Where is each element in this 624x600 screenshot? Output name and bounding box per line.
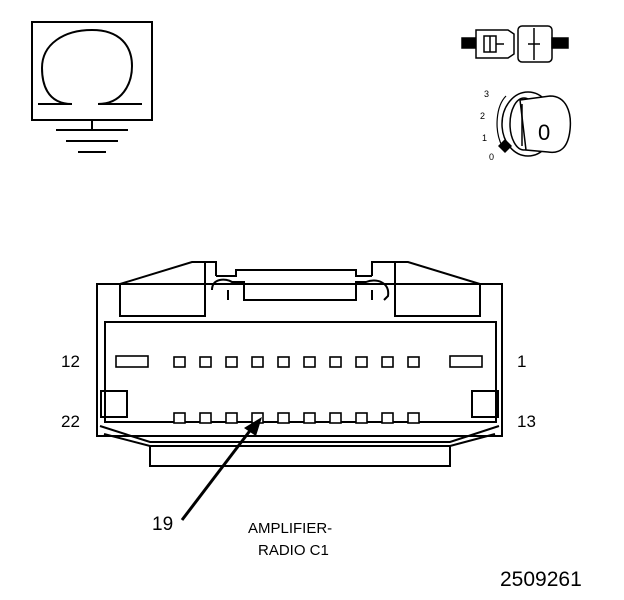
pin-cavity-bottom [303,412,316,424]
key-position-0: 0 [489,152,494,162]
pin-cavity-bottom [277,412,290,424]
pin-cavity-bottom [355,412,368,424]
pin-cavity-top [251,356,264,368]
pin-label-top-left: 12 [61,352,80,371]
pin-cavity-top [355,356,368,368]
key-position-1: 1 [482,133,487,143]
pin-cavity-top [199,356,212,368]
pin-cavity-bottom [329,412,342,424]
pin-cavity-bottom [381,412,394,424]
cavity-slot-right [449,355,483,368]
pin-cavity-top [173,356,186,368]
ignition-key-label: 0 [538,120,550,145]
pin-cavity-top [277,356,290,368]
pin-label-bottom-left: 22 [61,412,80,431]
figure-id: 2509261 [500,568,582,591]
pin-cavity-bottom [199,412,212,424]
key-position-3: 3 [484,89,489,99]
pin-cavity-top [381,356,394,368]
pin-cavity-bottom [225,412,238,424]
ground-symbol-icon [31,21,153,153]
pin-label-bottom-right: 13 [517,412,536,431]
ignition-key-icon [496,91,572,157]
key-position-2: 2 [480,111,485,121]
callout-pin-number: 19 [152,514,173,535]
callout-arrow [180,417,262,521]
pin-cavity-top [303,356,316,368]
cavity-row-bottom [173,412,420,424]
pin-cavity-top [407,356,420,368]
connector-housing [96,261,503,467]
pin-cavity-top [329,356,342,368]
connector-plug-icon [461,25,569,63]
pin-cavity-top [225,356,238,368]
pin-cavity-bottom [407,412,420,424]
connector-title-line2: RADIO C1 [258,542,329,559]
pin-cavity-bottom [173,412,186,424]
cavity-row-top [173,356,420,368]
pin-label-top-right: 1 [517,352,526,371]
connector-title-line1: AMPLIFIER- [248,520,332,537]
cavity-slot-left [115,355,149,368]
